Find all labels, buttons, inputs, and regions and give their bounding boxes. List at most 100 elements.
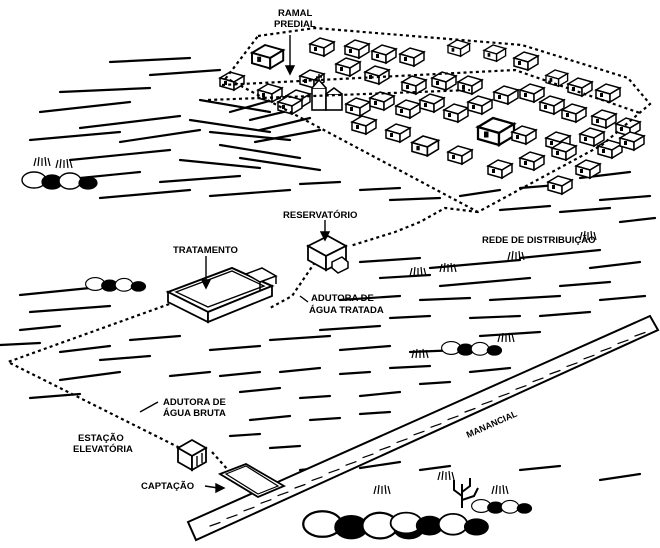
terrain-stroke: [238, 156, 322, 172]
terrain-stroke: [248, 414, 292, 422]
terrain-stroke: [28, 304, 112, 314]
terrain-stroke: [208, 344, 262, 352]
terrain-stroke: [338, 370, 372, 376]
house-icon: [590, 109, 618, 130]
house-icon: [510, 125, 538, 146]
terrain-stroke: [198, 98, 272, 114]
grass-tuft-icon: [55, 158, 73, 169]
terrain-stroke: [268, 444, 302, 450]
bush-icon: [389, 511, 489, 536]
terrain-stroke: [158, 174, 242, 184]
house-icon: [344, 97, 372, 118]
bush-icon: [21, 171, 98, 190]
bush-icon: [441, 341, 503, 356]
house-icon: [560, 103, 588, 124]
house-icon: [518, 83, 546, 104]
terrain-stroke: [358, 256, 422, 264]
house-icon: [594, 83, 622, 104]
river-flow-stroke: [583, 354, 595, 360]
terrain-stroke: [488, 294, 562, 302]
terrain-stroke: [58, 86, 152, 94]
church-icon: [311, 74, 343, 111]
terrain-stroke: [178, 158, 262, 170]
house-icon: [446, 145, 474, 166]
river-flow-stroke: [413, 430, 425, 436]
terrain-stroke: [358, 410, 392, 416]
label-rede-distribuicao: REDE DE DISTRIBUIÇÃO: [482, 235, 595, 246]
terrain-stroke: [418, 464, 452, 472]
cactus-icon: [453, 478, 479, 508]
terrain-stroke: [58, 370, 122, 382]
house-icon: [475, 116, 517, 147]
grass-tuft-icon: [491, 484, 509, 495]
terrain-stroke: [28, 130, 122, 142]
terrain-stroke: [358, 460, 402, 470]
river-flow-stroke: [566, 362, 578, 367]
river-flow-stroke: [464, 407, 476, 413]
terrain-stroke: [298, 180, 342, 186]
terrain-stroke: [218, 143, 302, 160]
terrain-stroke: [253, 128, 322, 144]
house-icon: [574, 159, 602, 180]
house-icon: [363, 65, 391, 86]
house-icon: [394, 99, 422, 120]
terrain-stroke: [18, 286, 92, 297]
vegetation: [21, 156, 597, 540]
terrain-stroke: [458, 188, 502, 198]
terrain-stroke: [188, 118, 272, 134]
pumping-station-icon: [176, 438, 208, 472]
river-flow-stroke: [481, 400, 493, 405]
grass-tuft-icon: [439, 262, 457, 273]
terrain-stroke: [388, 364, 432, 370]
terrain-stroke: [498, 204, 552, 212]
house-icon: [418, 93, 446, 114]
terrain-stroke: [338, 294, 402, 302]
grass-tuft-icon: [33, 156, 51, 167]
terrain-stroke: [218, 370, 262, 378]
terrain-stroke: [388, 314, 432, 320]
terrain-stroke: [0, 341, 42, 347]
terrain-stroke: [478, 330, 542, 338]
house-icon: [256, 83, 284, 104]
terrain-strokes: [0, 56, 657, 482]
terrain-stroke: [468, 314, 522, 320]
terrain-stroke: [128, 334, 182, 342]
terrain-stroke: [258, 116, 312, 132]
terrain-stroke: [388, 196, 442, 202]
rede-distribuicao-line: [349, 206, 479, 248]
label-ramal-predial-2: PREDIAL: [274, 19, 316, 30]
river-flow-stroke: [345, 461, 357, 466]
house-icon: [276, 95, 304, 116]
river-flow-stroke: [243, 506, 255, 512]
terrain-stroke: [588, 260, 642, 270]
label-estacao-2: ELEVATÓRIA: [73, 443, 133, 455]
terrain-stroke: [558, 280, 612, 288]
river-flow-stroke: [362, 453, 374, 459]
label-adutora-tratada-2: ÁGUA TRATADA: [309, 305, 384, 316]
terrain-stroke: [338, 344, 392, 352]
house-icon: [482, 44, 508, 63]
terrain-stroke: [268, 334, 332, 342]
terrain-stroke: [238, 386, 282, 394]
grass-tuft-icon: [579, 230, 597, 241]
water-pipeline: [5, 206, 479, 471]
terrain-stroke: [148, 68, 222, 77]
terrain-stroke: [98, 354, 152, 362]
terrain-stroke: [298, 394, 332, 400]
treatment-plant-icon: [165, 266, 278, 324]
town-houses: [218, 37, 646, 196]
bush-icon: [471, 499, 533, 514]
label-tratamento: TRATAMENTO: [173, 245, 238, 256]
house-icon: [430, 71, 458, 92]
river-flow-stroke: [396, 438, 408, 443]
river-flow-stroke: [498, 392, 510, 398]
adutora-agua-bruta-line: [5, 300, 189, 453]
river-flow-stroke: [277, 491, 289, 497]
house-icon: [308, 37, 336, 58]
recalque-line: [211, 451, 229, 471]
terrain-stroke: [428, 258, 522, 270]
river-manancial: [186, 314, 660, 542]
terrain-stroke: [518, 464, 562, 472]
bush-icon: [85, 277, 147, 292]
label-arrows: [139, 35, 331, 494]
